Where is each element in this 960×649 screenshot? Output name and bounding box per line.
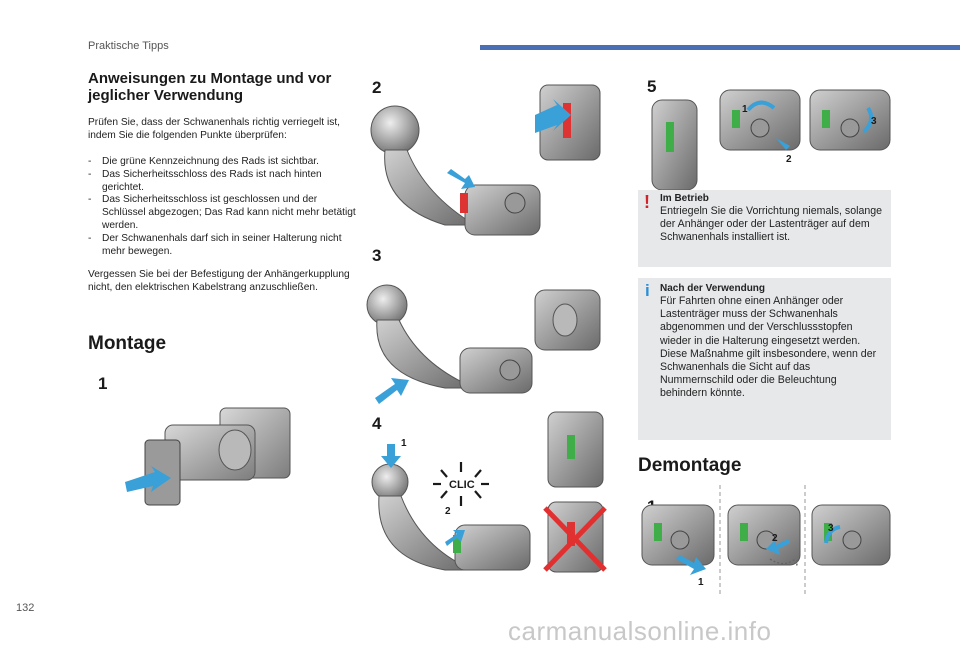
instructions-intro: Prüfen Sie, dass der Schwanenhals richti… (88, 117, 340, 141)
check-item: -Das Sicherheitsschloss ist geschlossen … (88, 194, 356, 231)
montage-title: Montage (88, 333, 167, 354)
clic-label: CLIC (449, 479, 475, 491)
demontage-callout-1: 1 (698, 577, 704, 588)
gooseneck-insert-illustration (370, 84, 601, 236)
watermark: carmanualsonline.info (508, 616, 772, 646)
instructions-outro: Vergessen Sie bei der Befestigung der An… (88, 269, 350, 293)
step5-callout-2: 2 (786, 154, 792, 165)
gooseneck-lock-illustration (366, 284, 601, 404)
page-number: 132 (16, 602, 35, 614)
info-note-text: Für Fahrten ohne einen Anhänger oder Las… (660, 295, 877, 400)
info-note-title: Nach der Verwendung (660, 283, 766, 294)
gooseneck-clic-illustration: 1 2 CLIC (371, 411, 607, 573)
lock-sequence-illustration: 1 2 3 (651, 89, 891, 191)
step-number-1: 1 (98, 374, 108, 393)
check-item: -Die grüne Kennzeichnung des Rads ist si… (88, 156, 319, 167)
step4-callout-1: 1 (401, 438, 407, 449)
check-item: -Der Schwanenhals darf sich in seiner Ha… (88, 232, 342, 257)
check-item: -Das Sicherheitsschloss des Rads ist nac… (88, 168, 322, 193)
step4-callout-2: 2 (445, 506, 451, 517)
instructions-title: Anweisungen zu Montage und vor jeglicher… (88, 70, 332, 104)
demontage-title: Demontage (638, 455, 742, 476)
warning-note: ! Im Betrieb Entriegeln Sie die Vorricht… (638, 190, 891, 267)
check-list: -Die grüne Kennzeichnung des Rads ist si… (88, 156, 358, 258)
clic-burst-icon (433, 462, 489, 506)
step-number-5: 5 (647, 77, 657, 96)
warning-note-text: Entriegeln Sie die Vorrichtung niemals, … (660, 205, 883, 244)
info-note: i Nach der Verwendung Für Fahrten ohne e… (638, 278, 891, 440)
header-accent-bar (480, 45, 960, 50)
warning-icon: ! (644, 192, 650, 212)
unlock-sequence-illustration: 1 2 3 (641, 485, 891, 595)
step-number-3: 3 (372, 246, 382, 265)
step-number-4: 4 (372, 414, 382, 433)
step-number-2: 2 (372, 78, 382, 97)
step5-callout-1: 1 (742, 104, 748, 115)
info-icon: i (645, 281, 650, 300)
receptacle-plug-illustration (125, 407, 291, 506)
warning-note-title: Im Betrieb (660, 193, 709, 204)
section-label: Praktische Tipps (88, 40, 169, 52)
demontage-callout-2: 2 (772, 533, 778, 544)
step5-callout-3: 3 (871, 116, 877, 127)
demontage-callout-3: 3 (828, 523, 834, 534)
